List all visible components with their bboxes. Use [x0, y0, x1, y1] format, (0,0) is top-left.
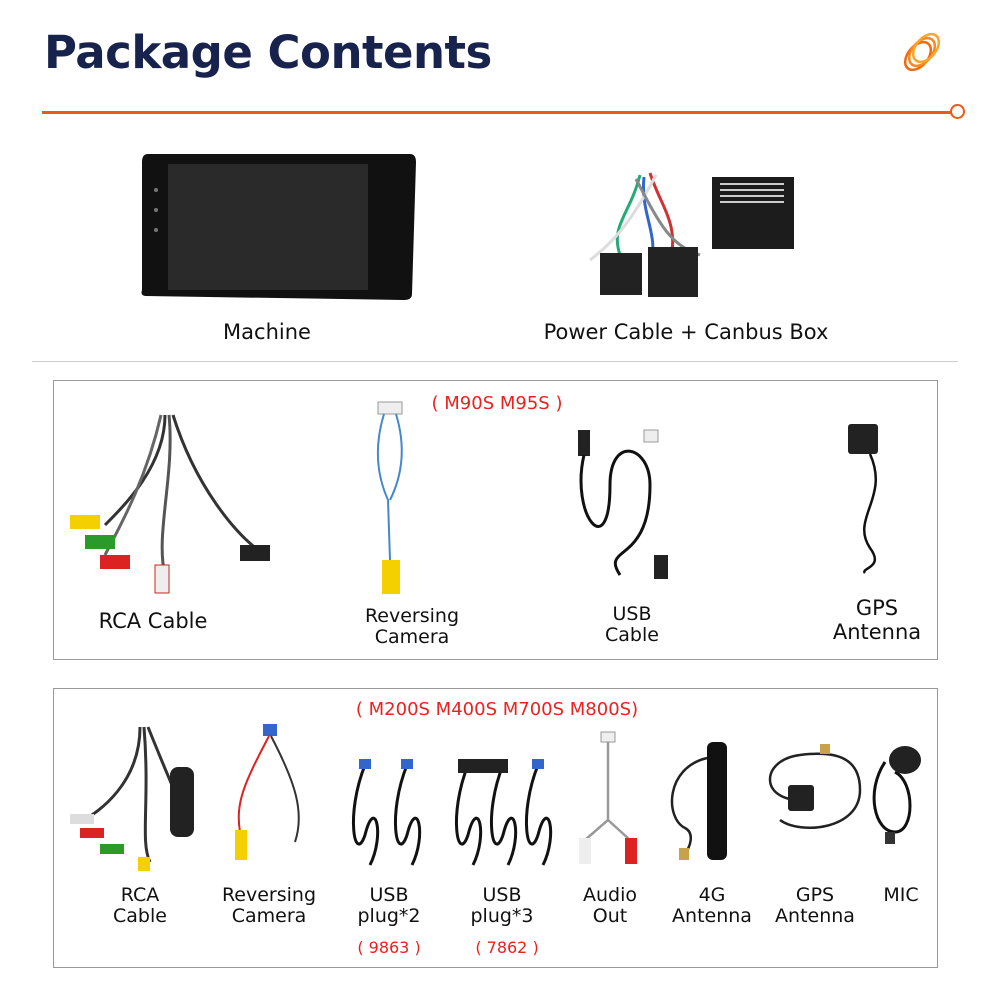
usb-plug-3-code: ( 7862 )	[475, 938, 539, 957]
label-line1: USB	[482, 884, 522, 906]
power-cable-label: Power Cable + Canbus Box	[543, 320, 829, 344]
mic-label: MIC	[883, 884, 919, 906]
models-label: ( M200S M400S M700S M800S)	[355, 699, 639, 720]
models-label: ( M90S M95S )	[431, 393, 563, 414]
label-line1: Audio	[582, 884, 638, 906]
label-line2: Antenna	[775, 905, 855, 927]
label-line1: 4G	[698, 884, 726, 906]
audio-out-image	[579, 731, 637, 864]
usb-cable-image	[578, 429, 668, 579]
label-line1: RCA	[120, 884, 160, 906]
usb-plug-2-code: ( 9863 )	[357, 938, 421, 957]
machine-image	[141, 154, 416, 300]
label-line2: plug*3	[470, 905, 534, 927]
accessories-box-m90s	[53, 380, 938, 660]
usb-plug-2-image	[351, 759, 422, 866]
label-line1: USB	[369, 884, 409, 906]
gps-antenna-image	[848, 424, 878, 574]
reversing-camera-cable-image	[376, 401, 403, 594]
mic-image	[872, 746, 921, 844]
rca-cable-image	[70, 414, 270, 594]
label-line2: Antenna	[672, 905, 752, 927]
page-title: Package Contents	[44, 26, 492, 79]
label-line2: Camera	[231, 905, 307, 927]
label-line2: Cable	[113, 905, 167, 927]
reversing-camera-cable-image	[235, 724, 300, 860]
label-line2: Out	[592, 905, 628, 927]
label-line1: Reversing	[221, 884, 317, 906]
label-line1: Reversing	[364, 605, 460, 627]
label-line1: GPS	[855, 596, 899, 620]
4g-antenna-image	[670, 742, 727, 860]
usb-plug-3-image	[454, 759, 553, 866]
header-divider	[42, 111, 951, 114]
rca-cable-image	[70, 726, 194, 871]
divider-end-circle-icon	[950, 104, 965, 119]
rca-cable-label: RCA Cable	[98, 609, 208, 633]
label-line2: Antenna	[832, 620, 922, 644]
label-line2: Camera	[374, 626, 450, 648]
machine-label: Machine	[223, 320, 311, 344]
label-line1: USB	[612, 603, 652, 625]
power-cable-canbus-image	[589, 172, 794, 297]
gps-antenna-image	[768, 744, 862, 830]
label-line2: Cable	[605, 624, 659, 646]
accessories-box-m200s	[53, 688, 938, 968]
orange-coil-logo-icon	[903, 32, 941, 72]
label-line1: GPS	[795, 884, 835, 906]
label-line2: plug*2	[357, 905, 421, 927]
section-divider	[32, 361, 958, 362]
